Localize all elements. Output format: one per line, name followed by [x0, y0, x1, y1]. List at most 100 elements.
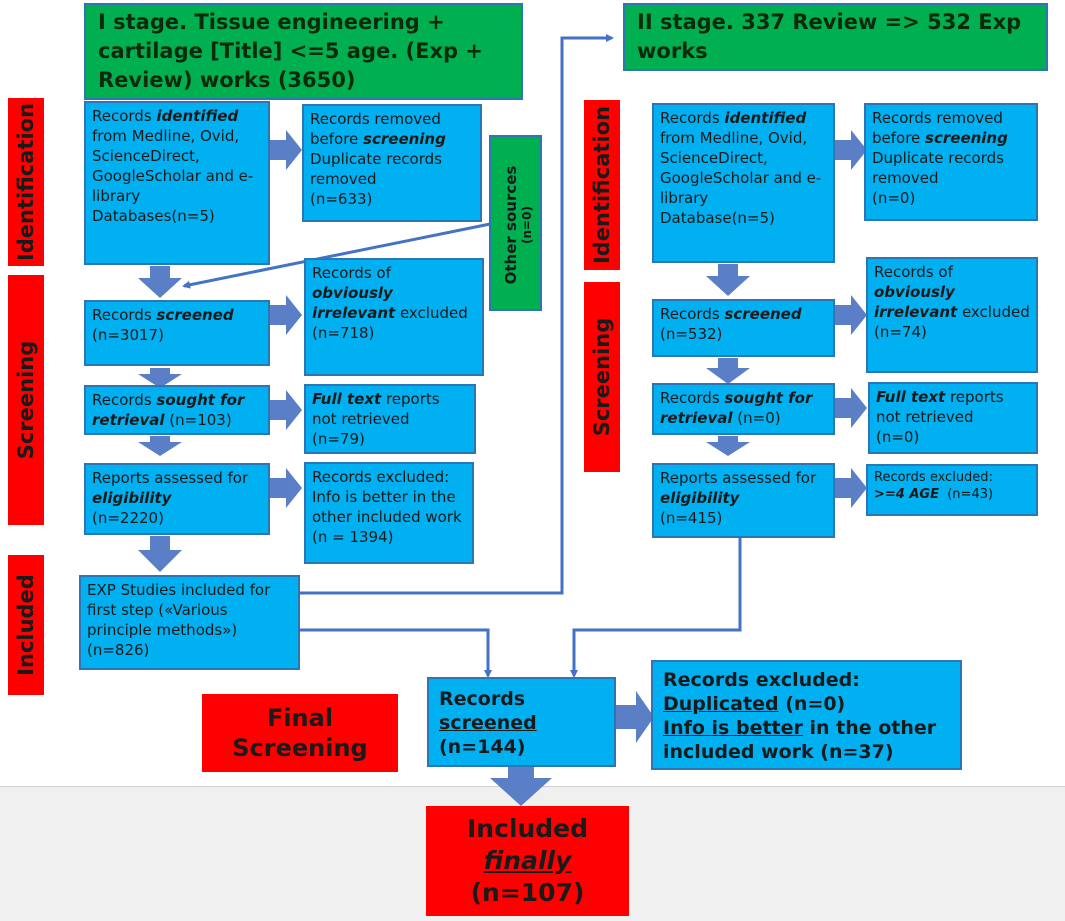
arrow-stage2-to-final: [570, 538, 742, 678]
stage1-assessed: Reports assessed for eligibility (n=2220…: [84, 463, 270, 535]
arrow-down-6: [706, 358, 750, 384]
em: identified: [156, 107, 239, 125]
em: sought for retrieval: [92, 391, 245, 429]
stage1-identified: Records identified from Medline, Ovid, S…: [84, 101, 270, 265]
final-screening-label: Final Screening: [202, 694, 398, 772]
em: obviously irrelevant: [874, 283, 958, 321]
other-sources-box: Other sources (n=0): [489, 135, 542, 311]
t: reports not retrieved: [312, 390, 440, 428]
n: (n=0): [876, 428, 920, 446]
stage2-excluded: Records excluded: >=4 AGE (n=43): [866, 464, 1038, 516]
t: Records of: [874, 263, 953, 281]
t: Records excluded:: [874, 470, 993, 485]
n: (n=826): [87, 641, 150, 659]
t: excluded: [395, 304, 468, 322]
phase-screening-left: Screening: [8, 275, 44, 525]
stage1-irrelevant: Records of obviously irrelevant excluded…: [304, 258, 484, 376]
phase-included-left-text: Included: [14, 574, 38, 676]
em: Full text: [876, 388, 946, 406]
em: >=4 AGE: [874, 487, 939, 502]
em: screening: [363, 130, 446, 148]
em: Full text: [312, 390, 382, 408]
stage2-title: II stage. 337 Review => 532 Exp works: [623, 3, 1048, 71]
stage1-title-text: I stage. Tissue engineering + cartilage …: [98, 10, 483, 92]
final-screening-text-1: Final: [266, 704, 334, 732]
stage2-fulltext: Full text reports not retrieved (n=0): [868, 382, 1038, 454]
n: (n=0): [872, 189, 916, 207]
n: (n=74): [874, 323, 927, 341]
phase-screening-left-text: Screening: [14, 340, 38, 460]
t: excluded: [957, 303, 1030, 321]
t: Records: [660, 305, 725, 323]
arrow-right-4: [270, 468, 302, 508]
em: obviously irrelevant: [312, 284, 396, 322]
included-finally: Included finally (n=107): [426, 806, 629, 916]
block-arrows: [138, 130, 867, 806]
stage2-screened: Records screened (n=532): [652, 299, 835, 357]
stage1-excluded: Records excluded: Info is better in the …: [304, 462, 474, 564]
final-screening-text-2: Screening: [232, 734, 368, 762]
t: Reports assessed for: [92, 469, 249, 487]
n: (n=79): [312, 430, 365, 448]
t: Records: [439, 688, 526, 710]
n: (n=0): [778, 693, 846, 715]
t: EXP Studies included for first step («Va…: [87, 581, 271, 639]
t: Records: [660, 109, 725, 127]
n: (n=415): [660, 509, 723, 527]
t: Records removed before: [872, 109, 1003, 147]
u: Duplicated: [663, 693, 779, 715]
stage2-identified: Records identified from Medline, Ovid, S…: [652, 103, 835, 263]
arrow-other-sources: [182, 220, 501, 289]
n: (n=144): [439, 736, 526, 758]
arrow-down-4: [138, 536, 182, 572]
t: Records: [660, 389, 725, 407]
arrow-right-6: [835, 295, 867, 335]
included-finally-2: finally: [483, 846, 572, 875]
phase-identification-right: Identification: [584, 100, 620, 270]
em: eligibility: [660, 489, 740, 507]
em: screened: [724, 305, 802, 323]
em: screening: [925, 129, 1008, 147]
em: identified: [724, 109, 807, 127]
n: (n=3017): [92, 326, 164, 344]
arrow-right-1: [270, 130, 302, 170]
arrow-included-to-final: [300, 628, 492, 678]
arrow-down-7: [706, 436, 750, 456]
stage2-removed: Records removed before screening Duplica…: [864, 103, 1038, 221]
arrow-right-2: [270, 295, 302, 335]
n: (n=0): [732, 409, 781, 427]
t: Records: [92, 306, 157, 324]
t: Reports assessed for: [660, 469, 817, 487]
n: (n=103): [164, 411, 232, 429]
arrow-down-1: [138, 266, 182, 298]
t: from Medline, Ovid, ScienceDirect, Googl…: [92, 127, 254, 225]
em: eligibility: [92, 489, 172, 507]
u: Info is better: [663, 717, 803, 739]
arrow-right-7: [835, 388, 867, 428]
arrow-down-5: [706, 264, 750, 296]
n: (n=43): [947, 487, 994, 502]
em: screened: [156, 306, 234, 324]
stage1-title: I stage. Tissue engineering + cartilage …: [84, 3, 523, 100]
arrow-down-2: [138, 368, 182, 388]
stage2-assessed: Reports assessed for eligibility (n=415): [652, 463, 835, 538]
t: Records excluded:: [663, 669, 860, 691]
n: (n=532): [660, 325, 723, 343]
stage2-sought: Records sought for retrieval (n=0): [652, 383, 835, 435]
final-screened: Records screened (n=144): [427, 677, 616, 767]
n: (n=2220): [92, 509, 164, 527]
stage1-screened: Records screened (n=3017): [84, 300, 270, 366]
included-finally-1: Included: [466, 814, 589, 843]
t: Records excluded: Info is better in the …: [312, 468, 462, 546]
stage2-title-text: II stage. 337 Review => 532 Exp works: [637, 10, 1022, 63]
other-sources-label: Other sources: [501, 165, 520, 285]
t: from Medline, Ovid, ScienceDirect, Googl…: [660, 129, 822, 227]
stage2-irrelevant: Records of obviously irrelevant excluded…: [866, 257, 1038, 373]
t: Records of: [312, 264, 391, 282]
other-sources-n: (n=0): [519, 206, 534, 244]
stage1-removed: Records removed before screening Duplica…: [302, 104, 482, 222]
included-finally-n: (n=107): [470, 878, 585, 907]
t: Records: [92, 391, 157, 409]
stage1-included: EXP Studies included for first step («Va…: [79, 575, 300, 670]
